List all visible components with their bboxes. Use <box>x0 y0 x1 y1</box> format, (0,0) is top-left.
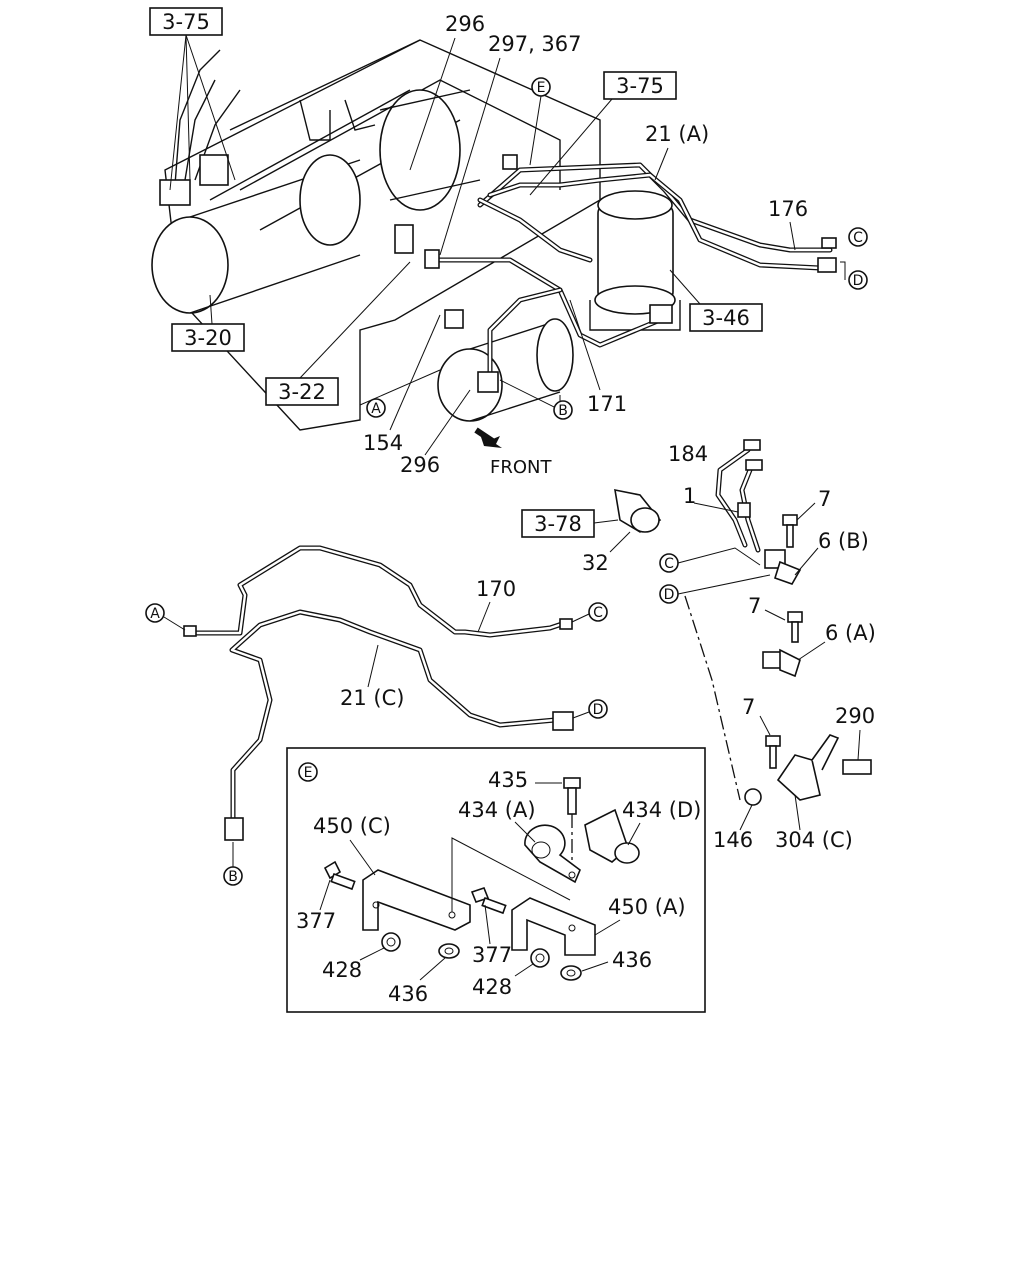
marker-a-mid[interactable]: A <box>145 603 165 623</box>
bolt-icon <box>470 887 507 915</box>
svg-text:3-75: 3-75 <box>162 10 210 34</box>
label-435: 435 <box>488 768 528 792</box>
label-6a: 6 (A) <box>825 621 876 645</box>
svg-text:C: C <box>853 230 863 246</box>
label-428-a: 428 <box>322 958 362 982</box>
nut-icon <box>744 788 762 806</box>
marker-c-left[interactable]: C <box>588 602 608 622</box>
nut-icon <box>530 948 550 968</box>
label-436-b: 436 <box>612 948 652 972</box>
marker-a-top[interactable]: A <box>366 398 386 418</box>
marker-d-left[interactable]: D <box>588 699 608 719</box>
svg-text:B: B <box>228 869 238 885</box>
ref-box-3-78[interactable]: 3-78 <box>521 509 595 538</box>
svg-text:A: A <box>371 401 381 417</box>
label-434d: 434 (D) <box>622 798 701 822</box>
label-304c: 304 (C) <box>775 828 853 852</box>
washer-icon <box>560 965 582 981</box>
bolt-icon <box>765 735 781 769</box>
label-32: 32 <box>582 551 609 575</box>
label-450c: 450 (C) <box>313 814 391 838</box>
label-434a: 434 (A) <box>458 798 536 822</box>
label-436-a: 436 <box>388 982 428 1006</box>
svg-text:3-22: 3-22 <box>278 380 326 404</box>
label-7-a: 7 <box>818 487 831 511</box>
sleeve-part-32 <box>614 488 662 533</box>
front-label: FRONT <box>490 457 552 478</box>
svg-text:D: D <box>853 273 864 289</box>
label-154: 154 <box>363 431 403 455</box>
svg-text:A: A <box>150 606 160 622</box>
pipe-21c <box>224 609 574 841</box>
label-21a: 21 (A) <box>645 122 709 146</box>
hose-assembly-184 <box>715 439 802 585</box>
svg-text:B: B <box>558 403 568 419</box>
svg-text:E: E <box>304 765 313 781</box>
fitting-6a <box>762 648 801 678</box>
label-176: 176 <box>768 197 808 221</box>
label-7-b: 7 <box>748 594 761 618</box>
svg-text:D: D <box>664 587 675 603</box>
clip-434d <box>584 808 640 864</box>
svg-text:3-78: 3-78 <box>534 512 582 536</box>
label-146: 146 <box>713 828 753 852</box>
label-184: 184 <box>668 442 708 466</box>
label-6b: 6 (B) <box>818 529 869 553</box>
nut-icon <box>381 932 401 952</box>
svg-text:D: D <box>593 702 604 718</box>
svg-text:3-20: 3-20 <box>184 326 232 350</box>
label-290: 290 <box>835 704 875 728</box>
label-450a: 450 (A) <box>608 895 686 919</box>
label-296-top: 296 <box>445 12 485 36</box>
washer-icon <box>438 943 460 959</box>
pipe-170 <box>183 545 573 638</box>
marker-d-top[interactable]: D <box>848 270 868 290</box>
marker-b-top[interactable]: B <box>553 400 573 420</box>
fitting-290 <box>842 729 872 775</box>
front-arrow-icon <box>474 427 502 448</box>
label-297-367: 297, 367 <box>488 32 582 56</box>
label-21c: 21 (C) <box>340 686 404 710</box>
ref-box-3-46[interactable]: 3-46 <box>689 303 763 332</box>
label-7-c: 7 <box>742 695 755 719</box>
bolt-icon <box>787 611 803 643</box>
marker-e-detail[interactable]: E <box>298 762 318 782</box>
svg-text:C: C <box>664 556 674 572</box>
bracket-304c <box>776 734 840 801</box>
ref-box-3-75-right[interactable]: 3-75 <box>603 71 677 100</box>
marker-d-mid[interactable]: D <box>659 584 679 604</box>
ref-box-3-22[interactable]: 3-22 <box>265 377 339 406</box>
svg-text:E: E <box>537 80 546 96</box>
clip-434a <box>524 824 581 884</box>
bracket-450a <box>511 897 596 956</box>
label-170: 170 <box>476 577 516 601</box>
label-377-b: 377 <box>472 943 512 967</box>
marker-c-top[interactable]: C <box>848 227 868 247</box>
label-296-bottom: 296 <box>400 453 440 477</box>
ref-box-3-20[interactable]: 3-20 <box>171 323 245 352</box>
marker-e-top[interactable]: E <box>531 77 551 97</box>
main-assembly-illustration <box>151 39 837 431</box>
detail-box-e <box>286 747 706 1013</box>
marker-b-left[interactable]: B <box>223 866 243 886</box>
bolt-icon <box>782 514 798 548</box>
svg-text:C: C <box>593 605 603 621</box>
svg-text:3-75: 3-75 <box>616 74 664 98</box>
label-1: 1 <box>683 484 696 508</box>
marker-c-mid[interactable]: C <box>659 553 679 573</box>
svg-text:3-46: 3-46 <box>702 306 750 330</box>
label-428-b: 428 <box>472 975 512 999</box>
label-377-a: 377 <box>296 909 336 933</box>
label-171: 171 <box>587 392 627 416</box>
bolt-icon <box>323 860 356 891</box>
ref-box-3-75-left[interactable]: 3-75 <box>149 7 223 36</box>
